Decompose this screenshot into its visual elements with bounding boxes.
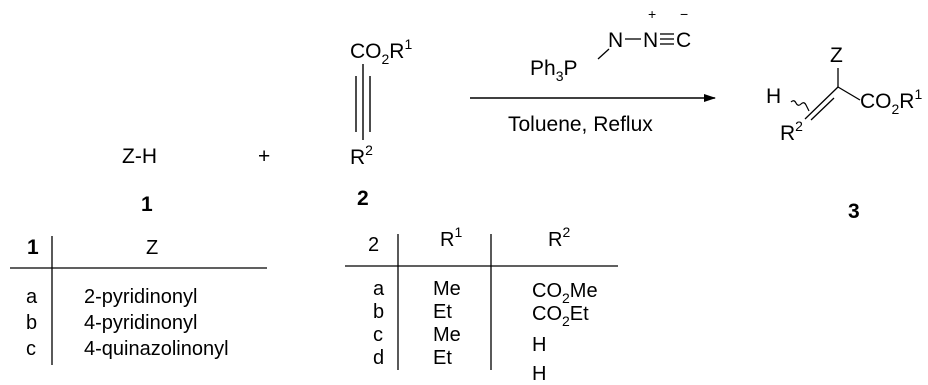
table-r-row-r1: Me [433, 278, 461, 300]
product-r2: R2 [780, 118, 803, 145]
compound-label-1: 1 [141, 193, 153, 216]
reagent-ph3p: Ph3P [530, 57, 578, 84]
double-bond-line [810, 97, 835, 121]
compound-label-3: 3 [848, 200, 860, 223]
table-z-header-z: Z [146, 237, 158, 259]
double-bond-line [804, 86, 839, 120]
compound-label-2: 2 [357, 187, 369, 210]
table-r-row-r2: H [532, 363, 546, 385]
table-z-row-value: 4-quinazolinonyl [84, 338, 229, 360]
reagent-structure: Ph3P N N + C − [530, 6, 691, 84]
alkyne-r2-label: R2 [350, 142, 373, 169]
table-z-row-id: a [26, 286, 38, 308]
table-r-row-r1: Et [433, 347, 452, 369]
table-z-row-value: 2-pyridinonyl [84, 286, 197, 308]
table-r-header-r1: R1 [440, 224, 462, 251]
product-h: H [766, 85, 781, 108]
table-r-row-r2: H [532, 334, 546, 356]
table-r-header-r2: R2 [548, 224, 570, 251]
r-substituent-table: 2 R1 R2 a Me CO2Me b Et CO2Et c Me H d E… [345, 224, 618, 385]
alkyne-ester-label: CO2R1 [350, 36, 412, 67]
reagent-c: C [676, 29, 691, 52]
wavy-bond [790, 100, 810, 112]
reactant-zh: Z-H [122, 145, 157, 168]
table-r-row-id: b [373, 301, 384, 323]
table-r-row-r1: Me [433, 324, 461, 346]
reaction-conditions: Toluene, Reflux [508, 113, 653, 136]
product-z: Z [830, 44, 843, 67]
reagent-n2: N [643, 29, 658, 52]
c-ester-bond [837, 86, 861, 101]
table-z-header-id: 1 [27, 236, 39, 259]
table-r-row-r2: CO2Me [532, 280, 598, 306]
reagent-n1: N [608, 29, 623, 52]
plus-sign: + [258, 145, 270, 168]
table-r-row-id: a [373, 278, 385, 300]
table-z-row-value: 4-pyridinonyl [84, 312, 197, 334]
table-z-row-id: c [26, 338, 36, 360]
table-r-row-id: d [373, 347, 384, 369]
positive-charge: + [648, 6, 656, 22]
negative-charge: − [680, 6, 688, 22]
table-z-row-id: b [26, 312, 37, 334]
table-r-row-r2: CO2Et [532, 303, 589, 329]
table-r-row-id: c [373, 324, 383, 346]
table-r-row-r1: Et [433, 301, 452, 323]
product-structure: Z CO2R1 H R2 [766, 44, 922, 145]
table-r-header-id: 2 [368, 234, 379, 256]
alkyne-reactant: CO2R1 R2 [350, 36, 412, 169]
product-ester: CO2R1 [860, 86, 922, 117]
z-substituent-table: 1 Z a 2-pyridinonyl b 4-pyridinonyl c 4-… [10, 236, 267, 365]
p-n-bond [597, 48, 610, 60]
